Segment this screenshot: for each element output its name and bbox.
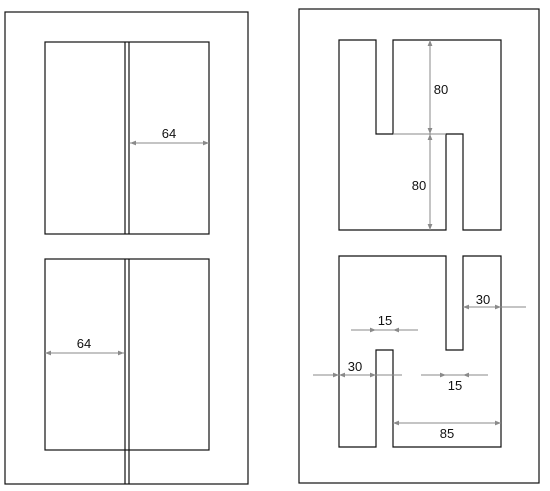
- left-panel-frame: [4, 11, 249, 485]
- left-lower-half: [44, 258, 210, 484]
- left-upper-outline: [44, 41, 210, 235]
- left-lower-dimension-label: 64: [77, 336, 91, 351]
- left-slot-width-label: 30: [348, 359, 362, 374]
- right-panel-frame: [298, 8, 540, 484]
- left-upper-dimension-label: 64: [162, 126, 176, 141]
- right-dimensions: [313, 40, 526, 426]
- right-upper-slotted-outline: [338, 39, 502, 231]
- right-lower-slotted-outline: [338, 255, 502, 448]
- left-panel: [4, 11, 249, 485]
- left-upper-half: [44, 41, 210, 235]
- left-slot-gap-label: 15: [378, 313, 392, 328]
- right-slot-width-label: 30: [476, 292, 490, 307]
- right-panel: [298, 8, 540, 484]
- right-bottom-slot-dimension-label: 80: [412, 178, 426, 193]
- bottom-span-label: 85: [440, 426, 454, 441]
- left-lower-outline: [44, 258, 210, 451]
- right-slot-gap-label: 15: [448, 378, 462, 393]
- right-top-slot-dimension-label: 80: [434, 82, 448, 97]
- left-dimensions: [45, 140, 209, 356]
